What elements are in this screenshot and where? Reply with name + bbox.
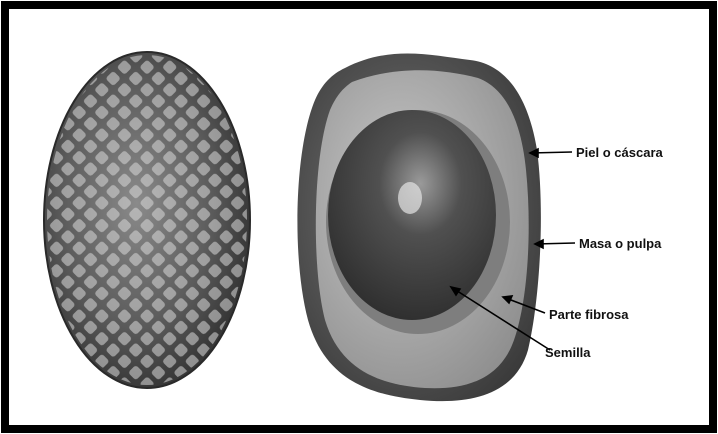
label-skin: Piel o cáscara: [576, 145, 663, 160]
fruit-seed: [328, 110, 496, 320]
label-seed: Semilla: [545, 345, 591, 360]
whole-fruit: [44, 52, 250, 388]
label-pulp: Masa o pulpa: [579, 236, 662, 251]
cut-fruit: [297, 53, 540, 401]
label-fiber: Parte fibrosa: [549, 307, 629, 322]
